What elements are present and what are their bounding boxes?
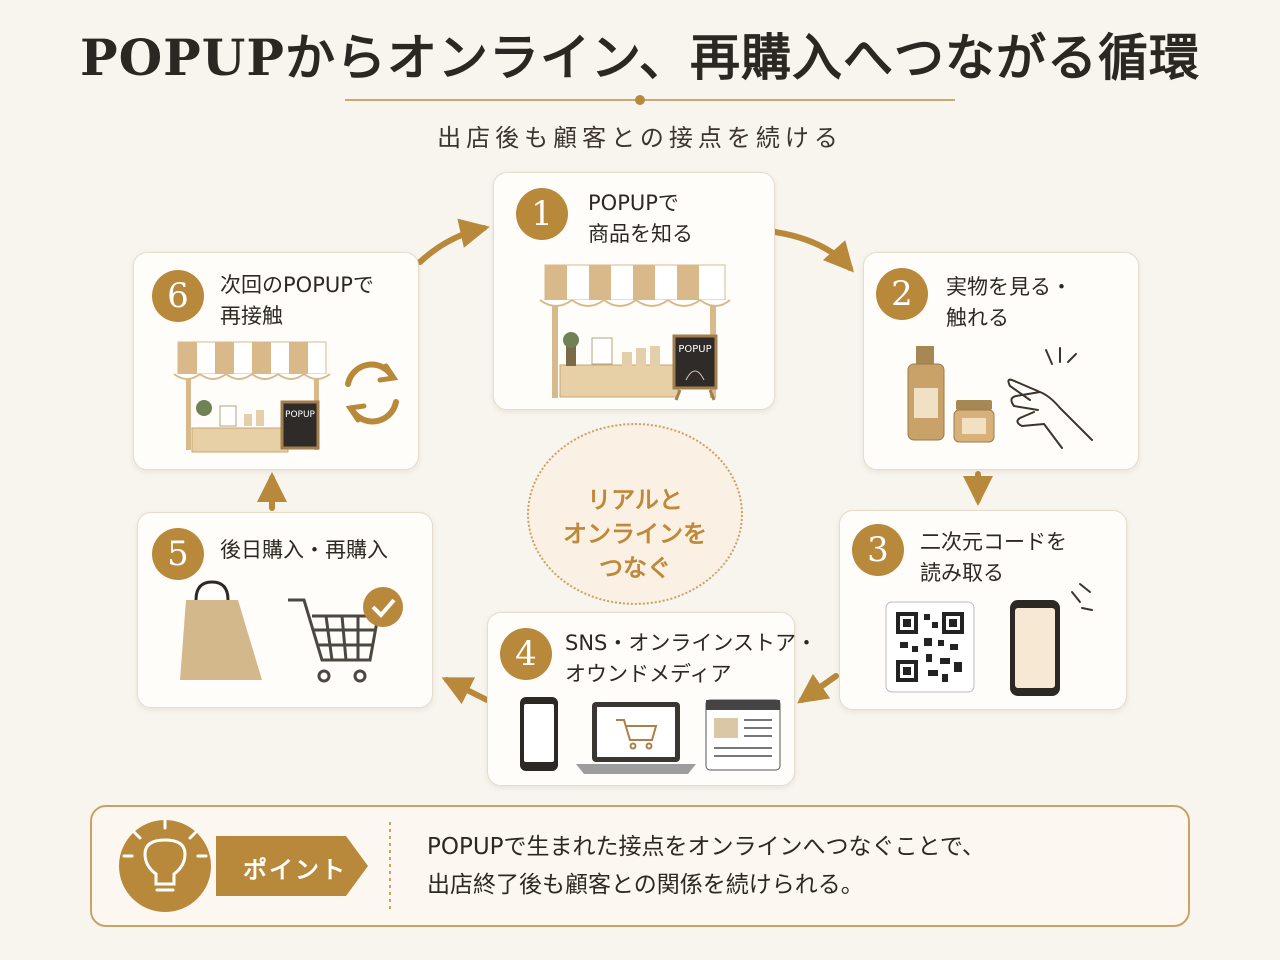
step-label-6: 次回のPOPUPで再接触 [220, 273, 374, 328]
step-label-2: 実物を見る・触れる [946, 275, 1072, 330]
step-label-4: SNS・オンラインストア・オウンドメディア [565, 631, 817, 686]
laptop-cart-icon [576, 702, 696, 774]
product-bottles-icon [907, 346, 995, 443]
point-text: POPUPで生まれた接点をオンラインへつなぐことで、 出店終了後も顧客との関係を… [427, 834, 985, 898]
title-divider-dot [635, 95, 645, 105]
arrow-6-to-1 [417, 218, 490, 265]
shopping-bag-icon [180, 580, 262, 680]
popup-stall-small-icon: POPUP [173, 341, 331, 453]
smartphone-icon [1010, 583, 1093, 696]
web-page-icon [705, 699, 781, 771]
step-number-1: 1 [516, 188, 568, 240]
point-label: ポイント [243, 856, 347, 884]
step-label-1: POPUPで商品を知る [588, 191, 693, 246]
touching-hand-icon [1007, 347, 1093, 449]
step-number-4: 4 [500, 628, 552, 680]
step-number-6: 6 [152, 270, 204, 322]
center-message-circle [527, 423, 743, 605]
step-label-5: 後日購入・再購入 [220, 538, 388, 562]
lightbulb-badge [119, 820, 211, 912]
page-subtitle: 出店後も顧客との接点を続ける [437, 124, 843, 152]
step-number-3: 3 [852, 524, 904, 576]
lightbulb-icon [122, 818, 208, 892]
title-divider [345, 99, 955, 101]
center-message: リアルと オンラインを つなぐ [563, 486, 707, 582]
page-title: POPUPからオンライン、再購入へつながる循環 [80, 28, 1200, 87]
qr-code-icon [885, 601, 975, 693]
arrow-4-to-5 [441, 677, 490, 705]
arrow-3-to-4 [797, 673, 839, 704]
step-label-3: 二次元コードを読み取る [920, 530, 1067, 585]
cycle-refresh-icon [345, 361, 399, 425]
point-label-tag [216, 836, 368, 896]
step-number-5: 5 [152, 528, 204, 580]
arrow-1-to-2 [772, 229, 854, 273]
checkmark-icon [363, 587, 403, 627]
mobile-phone-icon [520, 697, 558, 771]
popup-small-sign-text: POPUP [285, 410, 316, 420]
popup-sign-text: POPUP [678, 344, 711, 355]
step-number-2: 2 [876, 268, 928, 320]
popup-stall-icon: POPUP [539, 264, 731, 401]
